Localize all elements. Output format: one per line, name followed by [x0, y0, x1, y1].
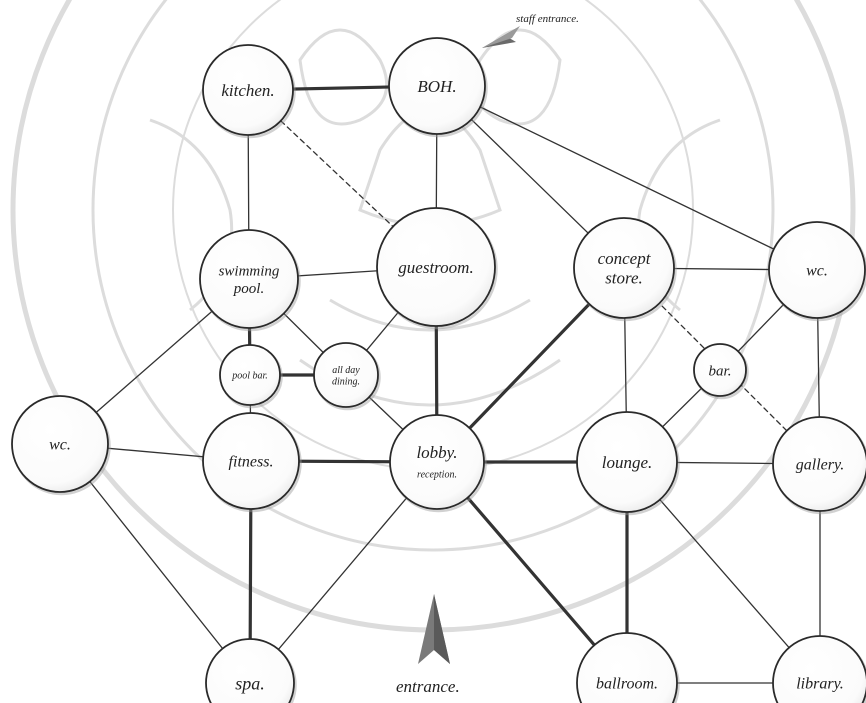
entrance-label: entrance.	[396, 677, 460, 696]
node-label: store.	[605, 269, 643, 288]
node-label: wc.	[806, 263, 828, 280]
node-label: bar.	[709, 363, 732, 379]
node-label: wc.	[49, 437, 71, 454]
node-fitness: fitness.	[202, 412, 302, 513]
node-guestroom: guestroom.	[376, 207, 498, 330]
node-label: dining.	[332, 376, 360, 387]
node-label: fitness.	[229, 454, 274, 471]
node-label: reception.	[417, 470, 457, 481]
node-label: guestroom.	[398, 258, 473, 277]
entrance-annotations: staff entrance. entrance.	[396, 13, 579, 696]
node-circle	[376, 207, 496, 327]
node-circle	[573, 217, 675, 319]
staff-entrance-arrow-icon	[482, 26, 520, 48]
node-label: lounge.	[602, 453, 653, 472]
node-label: ballroom.	[596, 676, 658, 693]
node-label: pool.	[233, 281, 264, 297]
node-circle	[388, 37, 486, 135]
node-circle	[202, 44, 294, 136]
node-gallery: gallery.	[772, 416, 866, 515]
entrance-arrow-icon	[418, 594, 450, 664]
node-circle	[576, 411, 678, 513]
node-label: pool bar.	[231, 371, 268, 382]
node-ballroom: ballroom.	[576, 632, 680, 703]
node-circle	[199, 229, 299, 329]
node-kitchen: kitchen.	[202, 44, 296, 139]
node-circle	[205, 638, 295, 703]
node-label: library.	[796, 676, 844, 693]
node-circle	[693, 343, 747, 397]
node-pool-bar: pool bar.	[219, 344, 283, 409]
node-circle	[768, 221, 866, 319]
staff-entrance-label: staff entrance.	[516, 13, 579, 25]
node-label: BOH.	[417, 77, 456, 96]
edge-kitchen-to-guestroom	[247, 89, 437, 268]
node-label: gallery.	[796, 457, 844, 474]
node-bar: bar.	[693, 343, 749, 400]
node-label: lobby.	[416, 443, 457, 462]
node-label: concept	[598, 249, 652, 268]
edge-lobby-to-spa	[249, 461, 438, 684]
node-lobby: lobby. reception.	[389, 414, 487, 513]
node-circle	[576, 632, 678, 703]
node-circle	[772, 635, 866, 703]
node-circle	[202, 412, 300, 510]
node-label: all day	[332, 365, 360, 376]
node-circle	[772, 416, 866, 512]
edge-boh-to-wc-right	[436, 85, 818, 271]
node-label: spa.	[235, 673, 265, 693]
node-label: swimming	[219, 264, 280, 280]
node-circle	[313, 342, 379, 408]
edge-wc-left-to-spa	[59, 443, 251, 684]
node-lounge: lounge.	[576, 411, 680, 516]
node-circle	[11, 395, 109, 493]
node-boh: BOH.	[388, 37, 488, 138]
node-spa: spa.	[205, 638, 297, 703]
node-label: kitchen.	[221, 81, 274, 100]
node-wc-left: wc.	[11, 395, 111, 496]
node-circle	[389, 414, 485, 510]
node-wc-right: wc.	[768, 221, 866, 322]
node-circle	[219, 344, 281, 406]
node-library: library.	[772, 635, 866, 703]
